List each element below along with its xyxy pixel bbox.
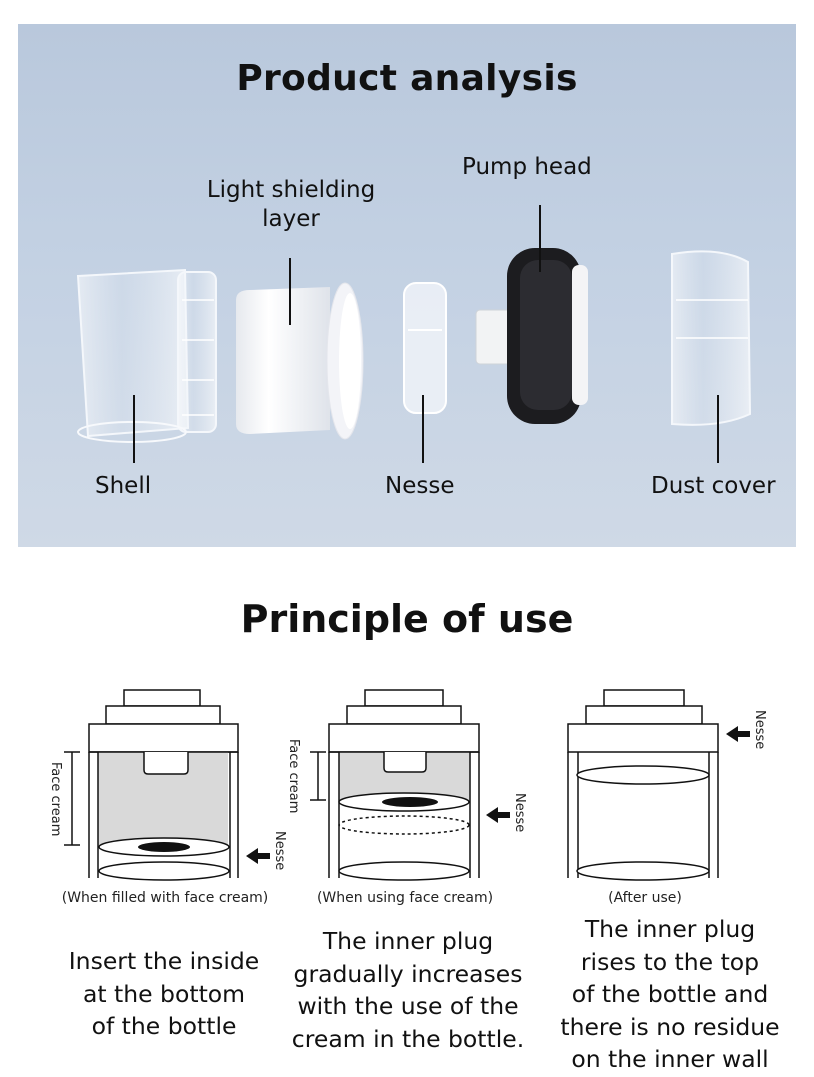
caption-after: (After use)	[608, 890, 682, 906]
description-line: with the use of the	[297, 992, 519, 1020]
description-using: The inner plug gradually increases with …	[276, 925, 540, 1055]
nesse-pointer-label-1: Nesse	[272, 831, 287, 870]
description-line: there is no residue	[560, 1012, 780, 1041]
caption-using: (When using face cream)	[316, 890, 494, 906]
description-line: The inner plug	[322, 927, 494, 955]
product-analysis-title: Product analysis	[236, 58, 578, 99]
arrow-icon	[246, 848, 270, 864]
diagram-using	[310, 689, 480, 881]
description-line: Insert the inside	[68, 947, 260, 975]
description-line: The inner plug	[584, 915, 756, 943]
dust-cover-part	[671, 250, 752, 426]
face-cream-label-2: Face cream	[286, 739, 301, 813]
description-line: cream in the bottle.	[291, 1024, 525, 1053]
face-cream-label-1: Face cream	[48, 762, 63, 836]
pump-head-label: Pump head	[462, 154, 592, 180]
pump-head-part	[475, 248, 588, 424]
nesse-label: Nesse	[385, 473, 455, 499]
description-after: The inner plug rises to the top of the b…	[540, 913, 800, 1076]
description-filled: Insert the inside at the bottom of the b…	[48, 945, 280, 1043]
shell-label: Shell	[95, 473, 152, 499]
description-line: at the bottom	[82, 979, 246, 1008]
diagram-after	[567, 689, 719, 881]
nesse-part	[403, 282, 447, 414]
description-line: of the bottle	[91, 1012, 237, 1040]
description-line: on the inner wall	[571, 1045, 769, 1073]
description-line: gradually increases	[293, 959, 523, 988]
dust-cover-label: Dust cover	[651, 473, 776, 499]
arrow-icon	[486, 807, 510, 823]
nesse-pointer-label-3: Nesse	[752, 710, 767, 749]
description-line: rises to the top	[580, 947, 760, 976]
arrow-icon	[726, 726, 750, 742]
light-shielding-label: Light shielding layer	[196, 176, 386, 234]
shell-part	[76, 268, 217, 443]
principle-title: Principle of use	[240, 597, 574, 641]
light-shielding-label-line1: Light shielding	[206, 177, 376, 203]
description-line: of the bottle and	[571, 980, 769, 1008]
light-shielding-label-line2: layer	[262, 205, 320, 232]
light-shielding-part	[236, 282, 364, 440]
caption-filled: (When filled with face cream)	[61, 890, 269, 906]
diagram-filled	[64, 689, 239, 881]
nesse-pointer-label-2: Nesse	[512, 793, 527, 832]
